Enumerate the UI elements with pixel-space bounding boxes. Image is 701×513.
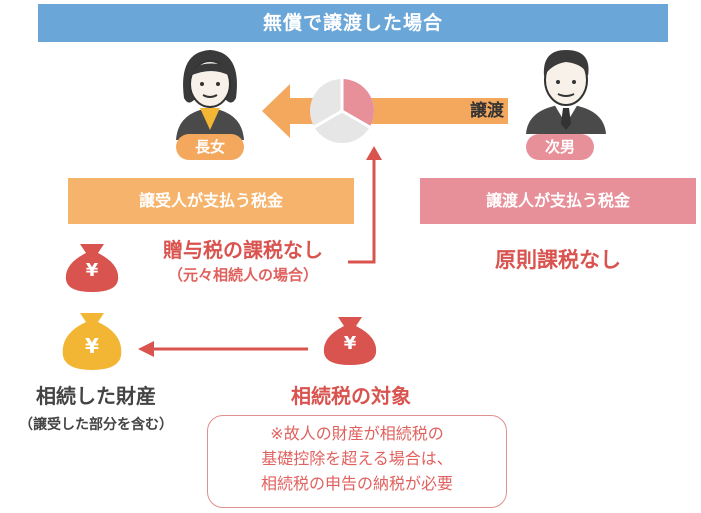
- transfer-arrow-left: [262, 84, 320, 138]
- gift-tax-sub-label: （元々相続人の場合）: [167, 266, 318, 284]
- recipient-tax-header: 譲受人が支払う税金: [68, 178, 354, 224]
- transfer-band: [370, 98, 508, 124]
- money-bag-icon: [62, 313, 122, 370]
- gift-tax-arrow: [348, 158, 376, 264]
- woman-avatar-icon: [176, 50, 244, 140]
- right-person-label: 次男: [526, 134, 594, 160]
- note-line-1: ※故人の財産が相続税の: [270, 424, 444, 443]
- inherited-property-sub-label: （譲受した部分を含む）: [19, 417, 173, 433]
- transferor-tax-label: 原則課税なし: [495, 248, 621, 272]
- man-avatar-icon: [526, 50, 606, 134]
- yen-symbol: ¥: [343, 333, 357, 354]
- page-title: 無償で譲渡した場合: [38, 4, 668, 42]
- note-line-3: 相続税の申告の納税が必要: [260, 474, 453, 493]
- note-line-2: 基礎控除を超える場合は、: [261, 449, 453, 468]
- transfer-label: 譲渡: [470, 101, 504, 121]
- estate-pie-icon: [310, 79, 374, 143]
- yen-symbol: ¥: [85, 260, 99, 281]
- inheritance-arrow-head: [138, 341, 154, 357]
- gift-tax-arrow-head: [366, 146, 382, 160]
- money-bag-icon: [323, 317, 377, 365]
- money-bag-icon: [65, 244, 119, 292]
- inherited-property-label: 相続した財産: [36, 384, 156, 408]
- transferor-tax-header: 譲渡人が支払う税金: [420, 178, 696, 224]
- left-person-label: 長女: [176, 134, 244, 160]
- yen-symbol: ¥: [85, 334, 99, 358]
- gift-tax-label: 贈与税の課税なし: [163, 238, 323, 262]
- inheritance-tax-label: 相続税の対象: [291, 384, 411, 408]
- note-box: ※故人の財産が相続税の 基礎控除を超える場合は、 相続税の申告の納税が必要: [207, 415, 507, 508]
